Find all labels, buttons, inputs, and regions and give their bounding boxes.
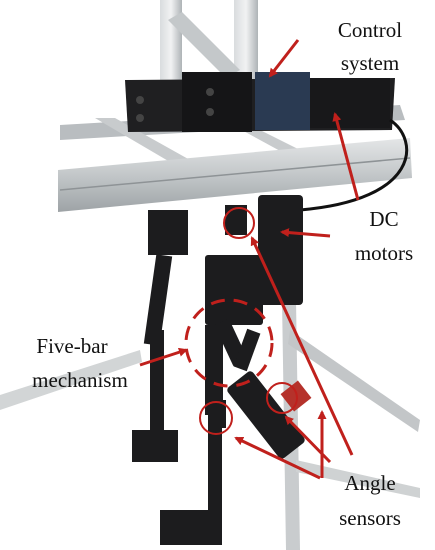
angle-sensor-circle-top: [223, 207, 255, 239]
dc-motor-lower: [227, 371, 305, 459]
control-screw: [206, 88, 214, 96]
arrow-control-system: [268, 39, 300, 78]
control-system-unit: [125, 72, 409, 212]
annotation-arrows: [139, 39, 360, 480]
frame-post-right: [234, 0, 258, 80]
arrow-five-bar: [139, 347, 188, 367]
label-control-line1: Control: [338, 18, 402, 42]
control-box-left: [182, 72, 252, 132]
arrow-angle-sensor-top: [250, 236, 354, 456]
right-leg-shank: [208, 410, 222, 515]
frame-post-left: [160, 0, 182, 90]
control-cable: [299, 118, 409, 212]
label-angle-line2: sensors: [339, 506, 401, 530]
labels: Control system DC motors Five-bar mechan…: [32, 18, 413, 530]
frame-rail-lower-right: [288, 330, 420, 432]
sensor-knee: [208, 400, 226, 428]
control-screw: [206, 108, 214, 116]
control-box-blue: [255, 72, 310, 130]
label-dc-line2: motors: [355, 241, 413, 265]
dc-motor-upper: [258, 195, 303, 305]
right-leg-thigh: [205, 325, 223, 415]
frame-rail-lower-diag: [296, 460, 420, 498]
five-bar-link: [233, 328, 261, 372]
frame-rail-lower-left: [0, 350, 142, 410]
frame-rail-groove: [59, 157, 411, 191]
motor-mount-left: [148, 210, 188, 255]
arrow-dc-motor-top: [332, 112, 360, 201]
arrow-angle-sensor-knee: [234, 436, 321, 480]
label-fivebar-line1: Five-bar: [36, 334, 107, 358]
label-angle-line1: Angle: [344, 471, 395, 495]
frame-rail-front: [58, 138, 412, 212]
right-foot: [160, 510, 222, 545]
annotation-circles: [184, 207, 298, 435]
left-leg-thigh: [143, 254, 173, 346]
left-foot: [132, 430, 178, 462]
left-leg-shank: [150, 330, 164, 430]
sensor-top: [225, 205, 247, 235]
control-screw: [136, 114, 144, 122]
label-control-line2: system: [341, 51, 399, 75]
frame-rail-side-left: [95, 118, 190, 162]
label-dc-line1: DC: [369, 207, 398, 231]
arrow-dc-motor-upper: [280, 228, 331, 238]
angle-sensor-circle-knee: [199, 401, 233, 435]
aluminum-frame: [0, 0, 420, 550]
label-fivebar-line2: mechanism: [32, 368, 128, 392]
control-box-right: [310, 78, 390, 128]
leg-hip-block: [205, 255, 263, 325]
angle-sensor-circle-right: [266, 382, 298, 414]
five-bar-dashed-circle: [184, 298, 274, 388]
control-screw: [136, 96, 144, 104]
frame-brace-top: [168, 12, 240, 78]
